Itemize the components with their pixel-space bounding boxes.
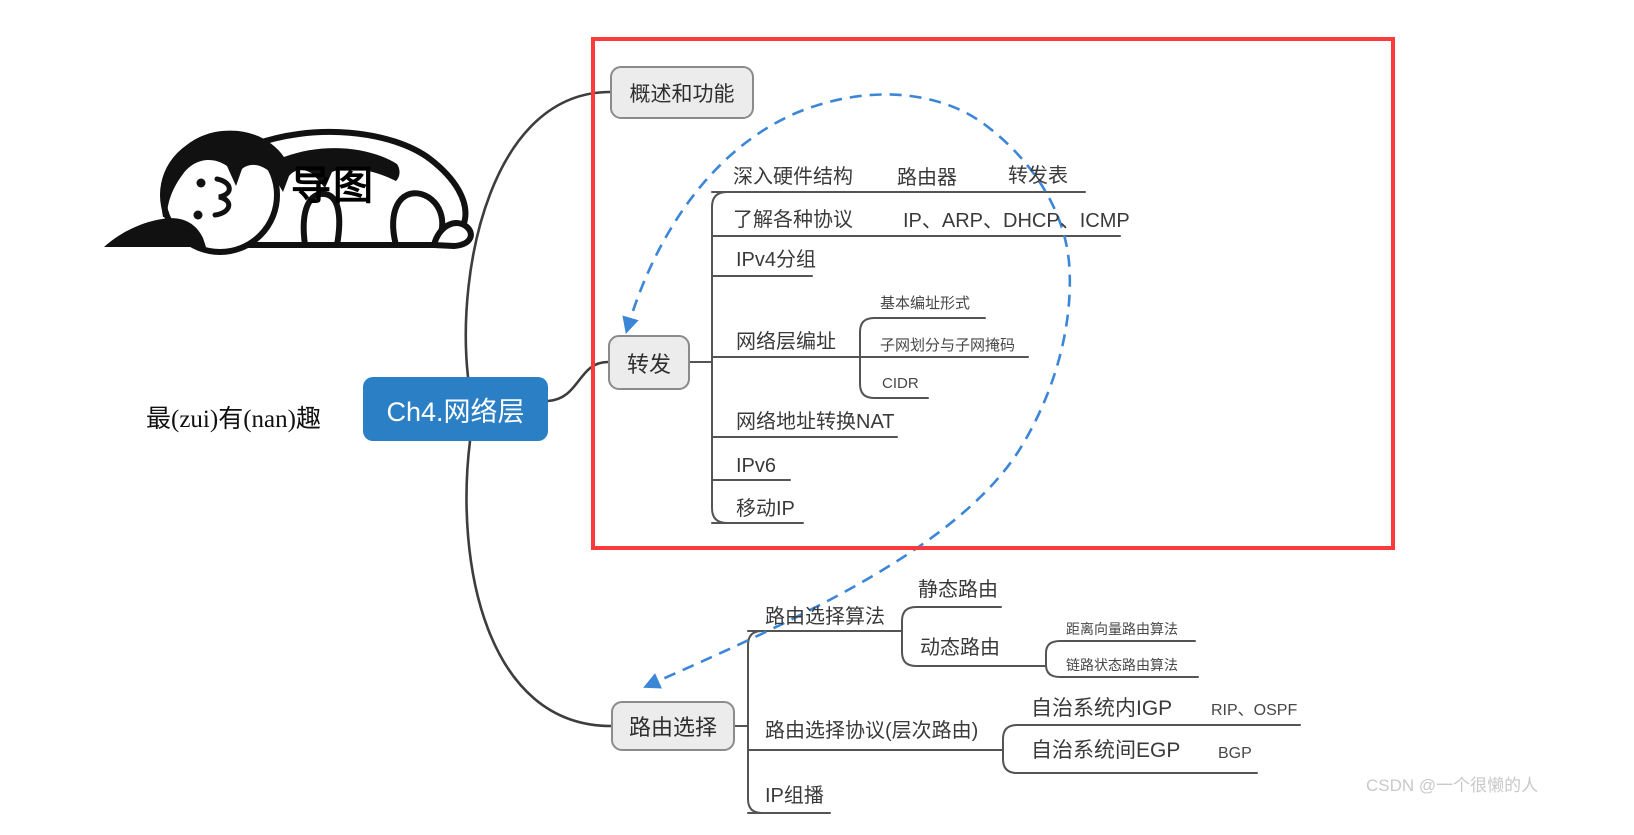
label-rip-ospf[interactable]: RIP、OSPF: [1211, 702, 1298, 719]
label-igp[interactable]: 自治系统内IGP: [1031, 697, 1173, 720]
label-bgp[interactable]: BGP: [1218, 745, 1252, 762]
doodle-hair: [161, 130, 400, 217]
label-ip-multicast[interactable]: IP组播: [765, 785, 824, 807]
side-note: 最(zui)有(nan)趣: [146, 406, 321, 433]
routing-structure-lines: [734, 606, 1301, 814]
label-network-layer-addressing[interactable]: 网络层编址: [736, 331, 836, 353]
label-link-state[interactable]: 链路状态路由算法: [1066, 657, 1178, 673]
label-subnetting[interactable]: 子网划分与子网掩码: [880, 337, 1016, 354]
label-ipv6[interactable]: IPv6: [736, 455, 777, 477]
central-topic-node[interactable]: Ch4.网络层: [363, 377, 548, 441]
label-router[interactable]: 路由器: [897, 167, 957, 189]
label-ipv4-packet[interactable]: IPv4分组: [736, 249, 817, 271]
label-nat[interactable]: 网络地址转换NAT: [736, 411, 895, 433]
node-routing[interactable]: 路由选择: [611, 701, 735, 751]
label-distance-vector[interactable]: 距离向量路由算法: [1066, 621, 1178, 637]
label-routing-protocols[interactable]: 路由选择协议(层次路由): [765, 720, 979, 742]
label-routing-algorithms[interactable]: 路由选择算法: [765, 606, 885, 628]
label-dynamic-routing[interactable]: 动态路由: [920, 637, 1000, 659]
doodle-label: 导图: [291, 164, 375, 208]
forwarding-structure-lines: [689, 191, 1121, 524]
doodle-eye: [196, 178, 206, 188]
node-overview-and-functions[interactable]: 概述和功能: [610, 66, 754, 119]
doodle-arm: [300, 190, 343, 248]
label-egp[interactable]: 自治系统间EGP: [1031, 739, 1181, 762]
csdn-watermark: CSDN @一个很懒的人: [1366, 776, 1539, 795]
label-mobile-ip[interactable]: 移动IP: [736, 498, 795, 520]
label-cidr[interactable]: CIDR: [882, 375, 919, 392]
highlight-red-box: [591, 37, 1395, 550]
root-branch-connectors: [464, 90, 613, 728]
label-protocol-list[interactable]: IP、ARP、DHCP、ICMP: [903, 210, 1130, 232]
doodle-eye: [193, 210, 203, 220]
label-forwarding-table[interactable]: 转发表: [1008, 165, 1068, 187]
label-static-routing[interactable]: 静态路由: [918, 579, 998, 601]
forwarding-to-routing-dashed-arrow: [622, 93, 1072, 689]
label-know-protocols[interactable]: 了解各种协议: [733, 209, 853, 231]
label-basic-addressing[interactable]: 基本编址形式: [880, 295, 971, 312]
doodle-hair-splay: [104, 218, 206, 247]
doodle-foot: [431, 220, 474, 249]
label-hardware-structure[interactable]: 深入硬件结构: [733, 166, 853, 188]
doodle-mouth: [212, 176, 232, 218]
lazy-person-doodle: [104, 128, 474, 255]
